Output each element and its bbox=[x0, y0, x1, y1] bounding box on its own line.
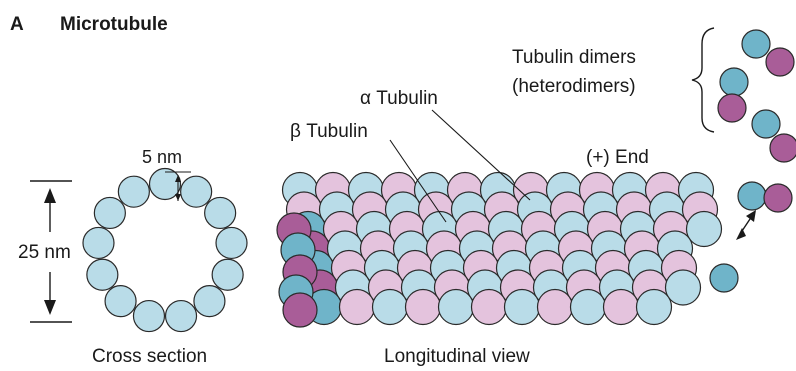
plus-end-bead bbox=[710, 264, 738, 292]
dimers-brace bbox=[692, 28, 714, 132]
protofilament-bead bbox=[87, 259, 118, 290]
cross-section-ring bbox=[83, 169, 247, 332]
dimers-label-line1: Tubulin dimers bbox=[512, 47, 636, 68]
five-nm-label: 5 nm bbox=[142, 147, 182, 167]
protofilament-bead bbox=[118, 176, 149, 207]
beta-tubulin-bead bbox=[604, 290, 639, 325]
beta-tubulin-bead bbox=[538, 290, 573, 325]
alpha-tubulin-bead bbox=[720, 68, 748, 96]
alpha-tubulin-label: α Tubulin bbox=[360, 88, 438, 109]
beta-tubulin-bead bbox=[472, 290, 507, 325]
protofilament-bead bbox=[94, 197, 125, 228]
beta-tubulin-bead bbox=[766, 48, 794, 76]
panel-letter: A bbox=[10, 14, 24, 35]
protofilament-bead bbox=[205, 197, 236, 228]
dimers-label-line2: (heterodimers) bbox=[512, 76, 636, 97]
alpha-tubulin-bead bbox=[687, 212, 722, 247]
alpha-tubulin-bead bbox=[373, 290, 408, 325]
alpha-tubulin-bead bbox=[439, 290, 474, 325]
assembly-double-arrow bbox=[736, 210, 756, 240]
end-bead bbox=[283, 293, 317, 327]
alpha-tubulin-bead bbox=[505, 290, 540, 325]
beta-tubulin-label: β Tubulin bbox=[290, 121, 368, 142]
protofilament-bead bbox=[194, 286, 225, 317]
beta-tubulin-bead bbox=[718, 94, 746, 122]
panel-title: Microtubule bbox=[60, 14, 168, 35]
protofilament-bead bbox=[216, 227, 247, 258]
beta-tubulin-bead bbox=[770, 134, 796, 162]
beta-tubulin-bead bbox=[764, 184, 792, 212]
alpha-tubulin-bead bbox=[742, 30, 770, 58]
alpha-tubulin-bead bbox=[666, 270, 701, 305]
longitudinal-view-caption: Longitudinal view bbox=[384, 346, 530, 367]
beta-tubulin-bead bbox=[340, 290, 375, 325]
free-tubulin-dimers bbox=[718, 30, 796, 212]
alpha-tubulin-bead bbox=[571, 290, 606, 325]
alpha-tubulin-bead bbox=[738, 182, 766, 210]
protofilament-bead bbox=[212, 259, 243, 290]
cross-section-caption: Cross section bbox=[92, 346, 207, 367]
protofilament-bead bbox=[133, 301, 164, 332]
protofilament-bead bbox=[181, 176, 212, 207]
twentyfive-nm-label: 25 nm bbox=[18, 242, 71, 263]
beta-tubulin-bead bbox=[406, 290, 441, 325]
alpha-tubulin-bead bbox=[752, 110, 780, 138]
alpha-tubulin-bead bbox=[637, 290, 672, 325]
protofilament-bead bbox=[105, 286, 136, 317]
plus-end-label: (+) End bbox=[586, 147, 649, 168]
protofilament-bead bbox=[83, 227, 114, 258]
microtubule-longitudinal bbox=[277, 173, 738, 328]
protofilament-bead bbox=[166, 301, 197, 332]
